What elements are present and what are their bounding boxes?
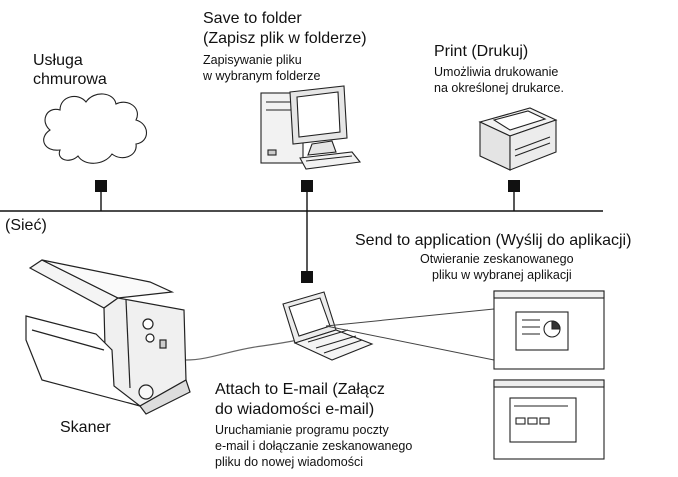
print-desc-line2: na określonej drukarce. (434, 81, 564, 95)
folder-title-line2: (Zapisz plik w folderze) (203, 30, 367, 47)
email-desc-line3: pliku do nowej wiadomości (215, 455, 363, 469)
folder-desc-line2: w wybranym folderze (203, 69, 321, 83)
app-leader-line (325, 308, 495, 327)
printer-icon (478, 107, 558, 171)
pc-port (301, 180, 313, 192)
cloud-icon (43, 93, 148, 164)
application-desc-line2: pliku w wybranej aplikacji (432, 268, 572, 282)
app-window-form-icon (493, 379, 605, 460)
laptop-port (301, 271, 313, 283)
folder-title-line1: Save to folder (203, 10, 302, 27)
cloud-title-line2: chmurowa (33, 71, 107, 88)
email-desc-line2: e-mail i dołączanie zeskanowanego (215, 439, 413, 453)
network-label: (Sieć) (5, 217, 47, 234)
folder-desc-line1: Zapisywanie pliku (203, 53, 302, 67)
application-title: Send to application (Wyślij do aplikacji… (355, 232, 632, 249)
laptop-icon (282, 291, 374, 361)
email-desc-line1: Uruchamianie programu poczty (215, 423, 389, 437)
scanner-label: Skaner (60, 419, 111, 436)
cloud-port (95, 180, 107, 192)
application-desc-line1: Otwieranie zeskanowanego (420, 252, 574, 266)
email-title-line2: do wiadomości e-mail) (215, 401, 375, 418)
printer-port (508, 180, 520, 192)
email-title-line1: Attach to E-mail (Załącz (215, 381, 385, 398)
desktop-pc-icon (260, 85, 362, 170)
app-leader-line (325, 325, 495, 361)
scanner-icon (25, 259, 191, 415)
print-desc-line1: Umożliwia drukowanie (434, 65, 559, 79)
print-title: Print (Drukuj) (434, 43, 529, 60)
cloud-title-line1: Usługa (33, 52, 83, 69)
app-window-presentation-icon (493, 290, 605, 370)
usb-cable (185, 339, 299, 361)
